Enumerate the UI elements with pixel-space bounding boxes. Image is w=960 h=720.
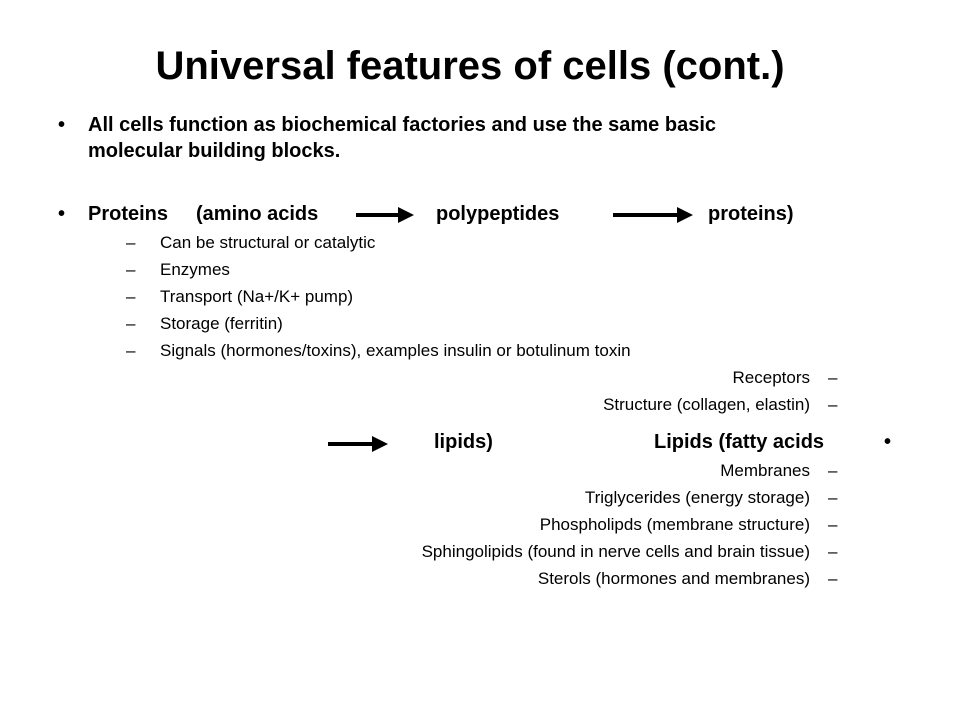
sub-dash: – <box>126 260 136 279</box>
polypeptides-label: polypeptides <box>436 203 560 225</box>
right-arrow-icon <box>328 436 388 452</box>
sub-dash: – <box>126 287 136 306</box>
sub-dash: – <box>828 395 838 414</box>
bullet1-line2: molecular building blocks. <box>88 140 341 162</box>
proteins-label: Proteins <box>88 203 169 225</box>
sub-dash: – <box>828 569 838 588</box>
sub-dash: – <box>126 233 136 252</box>
bullet-marker: • <box>58 203 66 225</box>
lipids-label: Lipids (fatty acids <box>654 431 825 453</box>
protein-item: Transport (Na+/K+ pump) <box>160 287 354 306</box>
sub-dash: – <box>828 542 838 561</box>
bullet1-line1: All cells function as biochemical factor… <box>88 114 716 136</box>
proteins-end-label: proteins) <box>708 203 794 225</box>
bullet-marker: • <box>58 114 66 136</box>
amino-acids-label: (amino acids <box>196 203 319 225</box>
sub-dash: – <box>828 368 838 387</box>
right-arrow-icon <box>613 207 693 223</box>
protein-item: Signals (hormones/toxins), examples insu… <box>160 341 631 360</box>
protein-item: Storage (ferritin) <box>160 314 283 333</box>
lipid-item: Sphingolipids (found in nerve cells and … <box>421 542 810 561</box>
sub-dash: – <box>828 461 838 480</box>
sub-dash: – <box>126 314 136 333</box>
sub-dash: – <box>828 515 838 534</box>
bullet-marker: • <box>884 431 892 453</box>
protein-item: Enzymes <box>160 260 230 279</box>
sub-dash: – <box>126 341 136 360</box>
lipid-item: Phospholipds (membrane structure) <box>539 515 810 534</box>
protein-item: Receptors <box>732 368 810 387</box>
slide-title: Universal features of cells (cont.) <box>155 44 785 88</box>
lipid-item: Triglycerides (energy storage) <box>584 488 810 507</box>
protein-item: Structure (collagen, elastin) <box>603 395 810 414</box>
right-arrow-icon <box>356 207 414 223</box>
lipid-item: Membranes <box>720 461 810 480</box>
sub-dash: – <box>828 488 838 507</box>
protein-item: Can be structural or catalytic <box>160 233 376 252</box>
lipid-item: Sterols (hormones and membranes) <box>537 569 810 588</box>
lipids-end-label: lipids) <box>434 431 493 453</box>
